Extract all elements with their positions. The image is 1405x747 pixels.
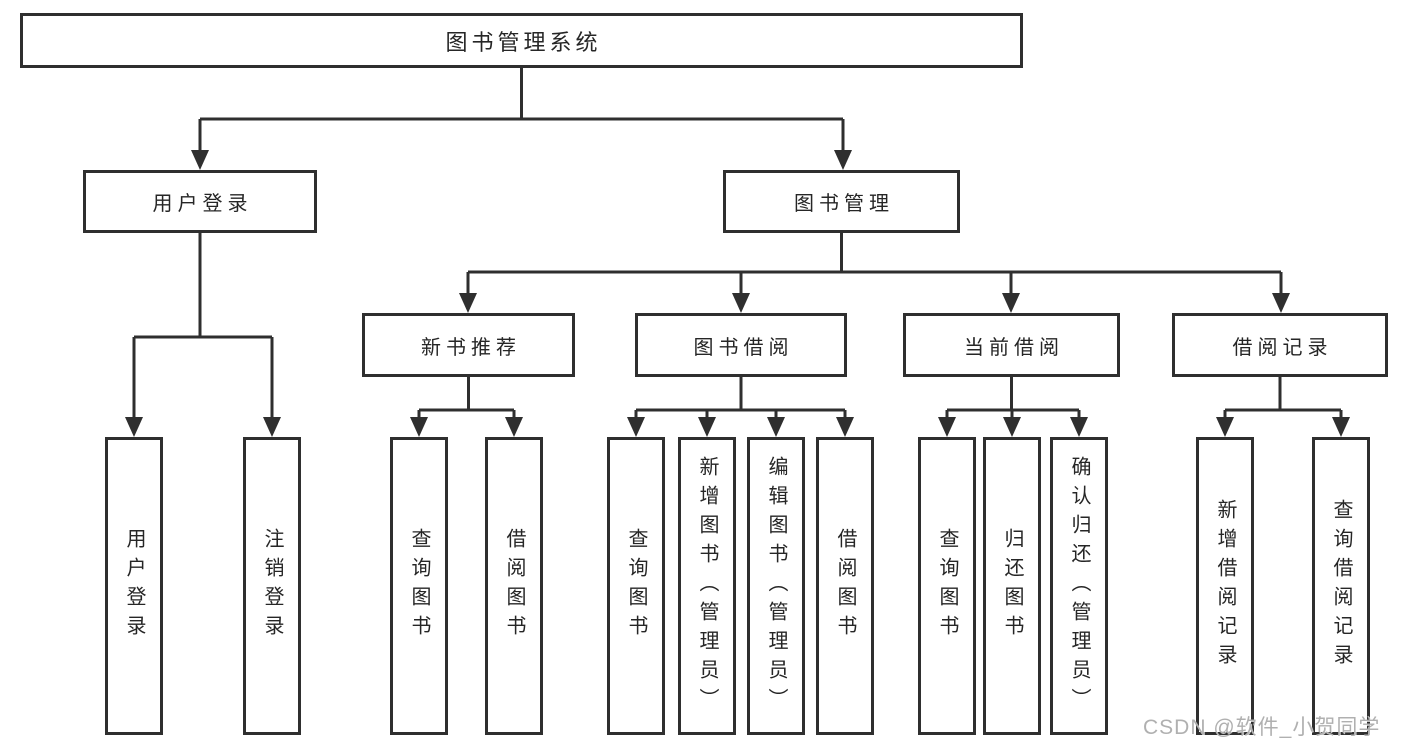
node-leaf-return-books: 归还图书 bbox=[983, 437, 1041, 735]
arrowhead bbox=[627, 417, 645, 437]
node-borrow-records: 借阅记录 bbox=[1172, 313, 1388, 377]
node-new-book-recommend: 新书推荐 bbox=[362, 313, 575, 377]
arrowhead bbox=[698, 417, 716, 437]
node-leaf-borrow-books-newrec: 借阅图书 bbox=[485, 437, 543, 735]
node-library-management-system: 图书管理系统 bbox=[20, 13, 1023, 68]
connector-new-book-to-leaves bbox=[417, 377, 516, 418]
node-label: 新增图书（管理员） bbox=[696, 455, 718, 717]
connector-user-login-to-leaves bbox=[132, 233, 274, 418]
node-label: 新书推荐 bbox=[421, 336, 521, 359]
node-book-management: 图书管理 bbox=[723, 170, 960, 233]
arrowhead bbox=[834, 150, 852, 170]
arrowhead bbox=[938, 417, 956, 437]
node-leaf-query-books-newrec: 查询图书 bbox=[390, 437, 448, 735]
node-label: 归还图书 bbox=[1001, 528, 1023, 644]
connector-borrow-records-to-leaves bbox=[1223, 377, 1343, 418]
node-leaf-user-login: 用户登录 bbox=[105, 437, 163, 735]
arrowhead bbox=[410, 417, 428, 437]
arrowhead bbox=[459, 293, 477, 313]
node-leaf-query-books-borrow: 查询图书 bbox=[607, 437, 665, 735]
node-label: 用户登录 bbox=[152, 193, 253, 215]
node-leaf-add-borrow-record: 新增借阅记录 bbox=[1196, 437, 1254, 735]
arrowhead bbox=[836, 417, 854, 437]
node-label: 图书管理系统 bbox=[445, 29, 602, 55]
node-user-login: 用户登录 bbox=[83, 170, 317, 233]
node-label: 确认归还（管理员） bbox=[1068, 455, 1090, 717]
node-leaf-confirm-return-admin: 确认归还（管理员） bbox=[1050, 437, 1108, 735]
arrowhead bbox=[191, 150, 209, 170]
arrowhead bbox=[1272, 293, 1290, 313]
node-leaf-edit-books-admin: 编辑图书（管理员） bbox=[747, 437, 805, 735]
node-label: 查询图书 bbox=[936, 528, 958, 644]
node-label: 借阅图书 bbox=[834, 528, 856, 644]
arrowhead bbox=[1003, 417, 1021, 437]
node-book-borrow: 图书借阅 bbox=[635, 313, 847, 377]
node-leaf-query-borrow-record: 查询借阅记录 bbox=[1312, 437, 1370, 735]
arrowhead bbox=[505, 417, 523, 437]
arrowhead bbox=[125, 417, 143, 437]
node-label: 图书管理 bbox=[794, 193, 894, 215]
arrowhead bbox=[1332, 417, 1350, 437]
node-label: 查询图书 bbox=[408, 528, 430, 644]
node-label: 图书借阅 bbox=[693, 336, 794, 359]
connector-root-to-level2 bbox=[198, 68, 845, 151]
node-leaf-borrow-books-borrow: 借阅图书 bbox=[816, 437, 874, 735]
connector-book-management-to-level3 bbox=[466, 233, 1283, 294]
node-label: 借阅记录 bbox=[1232, 336, 1333, 359]
node-label: 编辑图书（管理员） bbox=[765, 455, 787, 717]
node-label: 查询图书 bbox=[625, 528, 647, 644]
node-label: 用户登录 bbox=[123, 528, 145, 644]
watermark: CSDN @软件_小贺同学 bbox=[1143, 716, 1381, 739]
node-label: 查询借阅记录 bbox=[1330, 499, 1352, 673]
node-leaf-logout: 注销登录 bbox=[243, 437, 301, 735]
node-label: 当前借阅 bbox=[964, 336, 1064, 359]
arrowhead bbox=[732, 293, 750, 313]
arrowhead bbox=[263, 417, 281, 437]
node-current-borrow: 当前借阅 bbox=[903, 313, 1120, 377]
node-leaf-add-books-admin: 新增图书（管理员） bbox=[678, 437, 736, 735]
node-label: 新增借阅记录 bbox=[1214, 499, 1236, 673]
arrowhead bbox=[767, 417, 785, 437]
connector-current-borrow-to-leaves bbox=[945, 377, 1081, 418]
arrowhead bbox=[1070, 417, 1088, 437]
node-label: 借阅图书 bbox=[503, 528, 525, 644]
connector-book-borrow-to-leaves bbox=[634, 377, 847, 418]
arrowheads bbox=[125, 150, 1350, 437]
node-leaf-query-books-current: 查询图书 bbox=[918, 437, 976, 735]
arrowhead bbox=[1002, 293, 1020, 313]
arrowhead bbox=[1216, 417, 1234, 437]
node-label: 注销登录 bbox=[261, 528, 283, 644]
